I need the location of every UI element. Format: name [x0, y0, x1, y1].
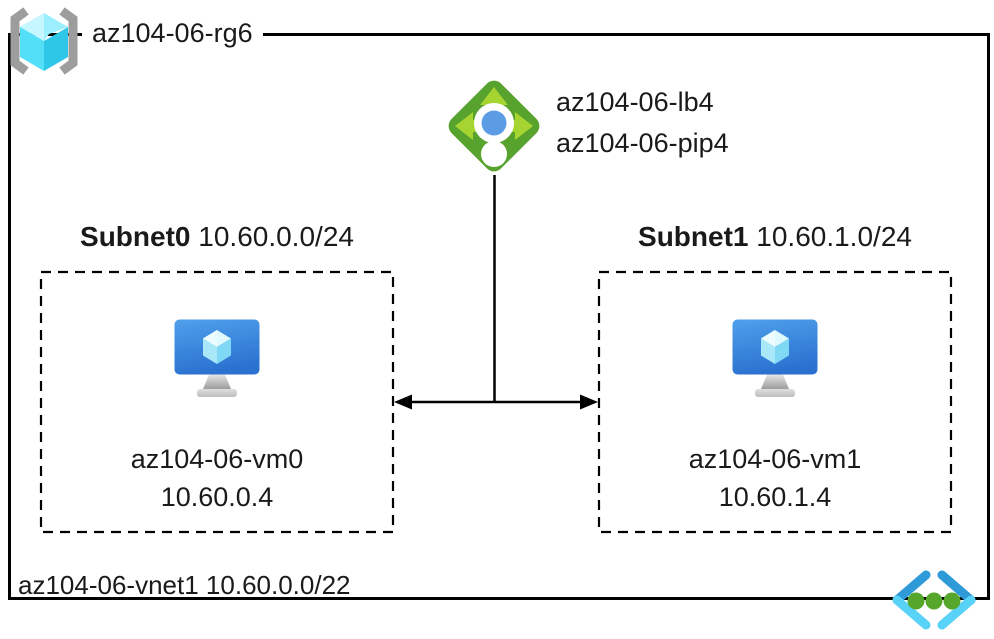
virtual-network-icon: [892, 570, 976, 630]
resource-group-label: az104-06-rg6: [82, 13, 263, 53]
load-balancer-labels: az104-06-lb4 az104-06-pip4: [556, 82, 729, 164]
subnet0-cidr: 10.60.0.0/24: [198, 221, 354, 252]
public-ip-name: az104-06-pip4: [556, 128, 729, 158]
subnet1-cidr: 10.60.1.0/24: [756, 221, 912, 252]
vnet-name: az104-06-vnet1: [18, 570, 199, 600]
vm0-labels: az104-06-vm0 10.60.0.4: [41, 440, 393, 516]
subnet1-name: Subnet1: [638, 221, 749, 252]
subnet1-caption: Subnet1 10.60.1.0/24: [599, 221, 951, 253]
resource-group-boundary: [8, 33, 990, 600]
vm1-labels: az104-06-vm1 10.60.1.4: [599, 440, 951, 516]
vm0-ip: 10.60.0.4: [160, 482, 274, 512]
subnet0-name: Subnet0: [80, 221, 191, 252]
vm1-name: az104-06-vm1: [688, 444, 862, 474]
resource-group-icon: [10, 7, 78, 75]
vnet-caption: az104-06-vnet1 10.60.0.0/22: [18, 567, 351, 604]
vnet-cidr: 10.60.0.0/22: [205, 570, 351, 600]
virtual-machine-icon: [732, 319, 818, 397]
load-balancer-name: az104-06-lb4: [556, 87, 714, 117]
vm1-ip: 10.60.1.4: [718, 482, 832, 512]
subnet0-caption: Subnet0 10.60.0.0/24: [41, 221, 393, 253]
virtual-machine-icon: [174, 319, 260, 397]
load-balancer-icon: [448, 80, 540, 172]
vm0-name: az104-06-vm0: [130, 444, 304, 474]
